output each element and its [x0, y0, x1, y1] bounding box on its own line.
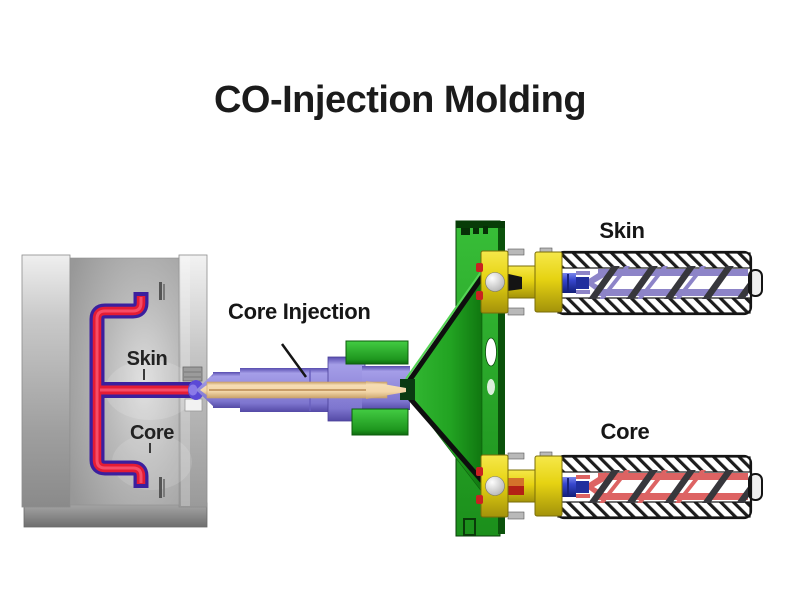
core-screw-shaft-end	[748, 473, 763, 501]
manifold-collar-bottom	[351, 408, 409, 436]
core-barrel-wall-bottom	[557, 501, 751, 518]
manifold-plate-edge	[498, 223, 505, 534]
runner-channel-core	[405, 393, 484, 483]
skin-barrel-wall-top	[557, 252, 751, 269]
skin-connector-block	[476, 247, 563, 316]
mold-core-label: Core	[130, 422, 174, 444]
core-connector-block	[476, 451, 563, 520]
core-barrel-wall-top	[557, 456, 751, 473]
core-machine-nozzle-assembly	[476, 451, 589, 520]
page-title: CO-Injection Molding	[214, 79, 586, 121]
core-barrel	[555, 454, 763, 520]
skin-machine-nozzle-assembly	[476, 247, 589, 316]
skin-screw-shaft-end	[748, 269, 763, 297]
skin-check-ball	[485, 272, 505, 292]
skin-barrel	[555, 250, 763, 316]
mold	[21, 254, 208, 528]
parting-line-slits	[159, 282, 165, 498]
nozzle-melt-channel	[200, 381, 388, 399]
labels: CO-Injection Molding Core Injection Skin…	[127, 79, 650, 453]
skin-barrel-label: Skin	[599, 218, 644, 243]
manifold-collar-top	[345, 340, 409, 365]
core-check-ball	[485, 476, 505, 496]
manifold-plate-bolts	[461, 226, 488, 235]
mold-left-plate	[21, 254, 71, 508]
molded-part	[89, 292, 197, 488]
core-injection-label: Core Injection	[228, 299, 371, 324]
core-injection-pointer-line	[280, 343, 308, 378]
manifold-hole	[485, 337, 497, 367]
core-injection-nozzle	[196, 356, 410, 422]
core-barrel-label: Core	[601, 419, 650, 444]
mold-skin-label: Skin	[127, 348, 168, 370]
skin-barrel-wall-bottom	[557, 297, 751, 314]
melt-funnel	[366, 381, 406, 399]
runner-junction	[400, 379, 415, 400]
sprue-bushing	[182, 366, 203, 412]
manifold	[345, 220, 505, 537]
manifold-bottom-slot	[463, 518, 476, 536]
runner-channel-skin	[404, 275, 485, 386]
part-core-highlight	[95, 297, 195, 483]
